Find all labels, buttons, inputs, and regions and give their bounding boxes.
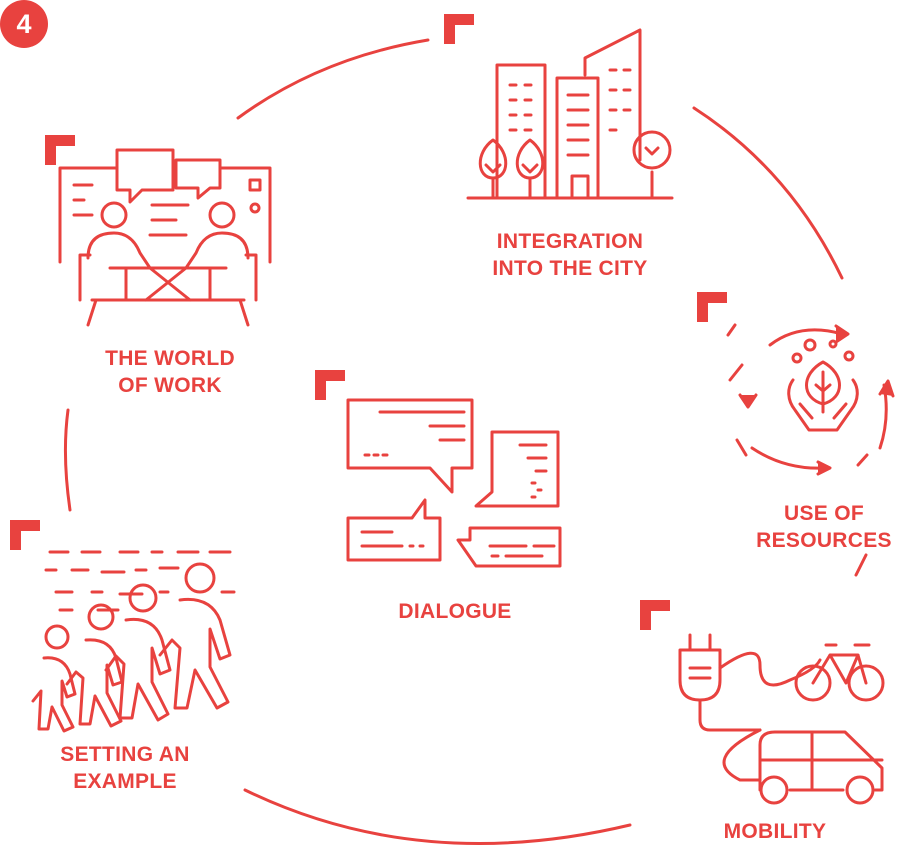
label-use-of-resources: USE OF RESOURCES — [744, 500, 904, 554]
label-the-world-of-work: THE WORLD OF WORK — [70, 345, 270, 399]
hands-leaf-cycle-icon — [726, 323, 895, 476]
label-line: INTO THE CITY — [492, 257, 648, 280]
label-mobility: MOBILITY — [700, 818, 850, 845]
label-line: DIALOGUE — [398, 600, 512, 623]
label-line: SETTING AN — [60, 743, 190, 766]
city-buildings-icon — [466, 28, 674, 200]
label-dialogue: DIALOGUE — [365, 598, 545, 625]
label-line: INTEGRATION — [496, 230, 644, 253]
badge-number: 4 — [16, 9, 31, 39]
label-line: THE WORLD — [105, 347, 235, 370]
label-integration-into-the-city: INTEGRATION INTO THE CITY — [460, 228, 680, 282]
plug-bike-car-icon — [678, 633, 885, 805]
cycle-ring — [63, 38, 868, 846]
speech-bubbles-icon — [346, 398, 562, 568]
label-line: RESOURCES — [756, 529, 892, 552]
label-line: EXAMPLE — [73, 770, 177, 793]
label-line: OF WORK — [118, 374, 222, 397]
walking-people-icon — [31, 550, 236, 733]
corner-markers — [10, 14, 727, 630]
label-line: MOBILITY — [723, 820, 827, 843]
label-line: USE OF — [784, 502, 864, 525]
number-badge: 4 — [0, 0, 48, 48]
meeting-desk-icon — [58, 148, 272, 327]
label-setting-an-example: SETTING AN EXAMPLE — [30, 741, 220, 795]
